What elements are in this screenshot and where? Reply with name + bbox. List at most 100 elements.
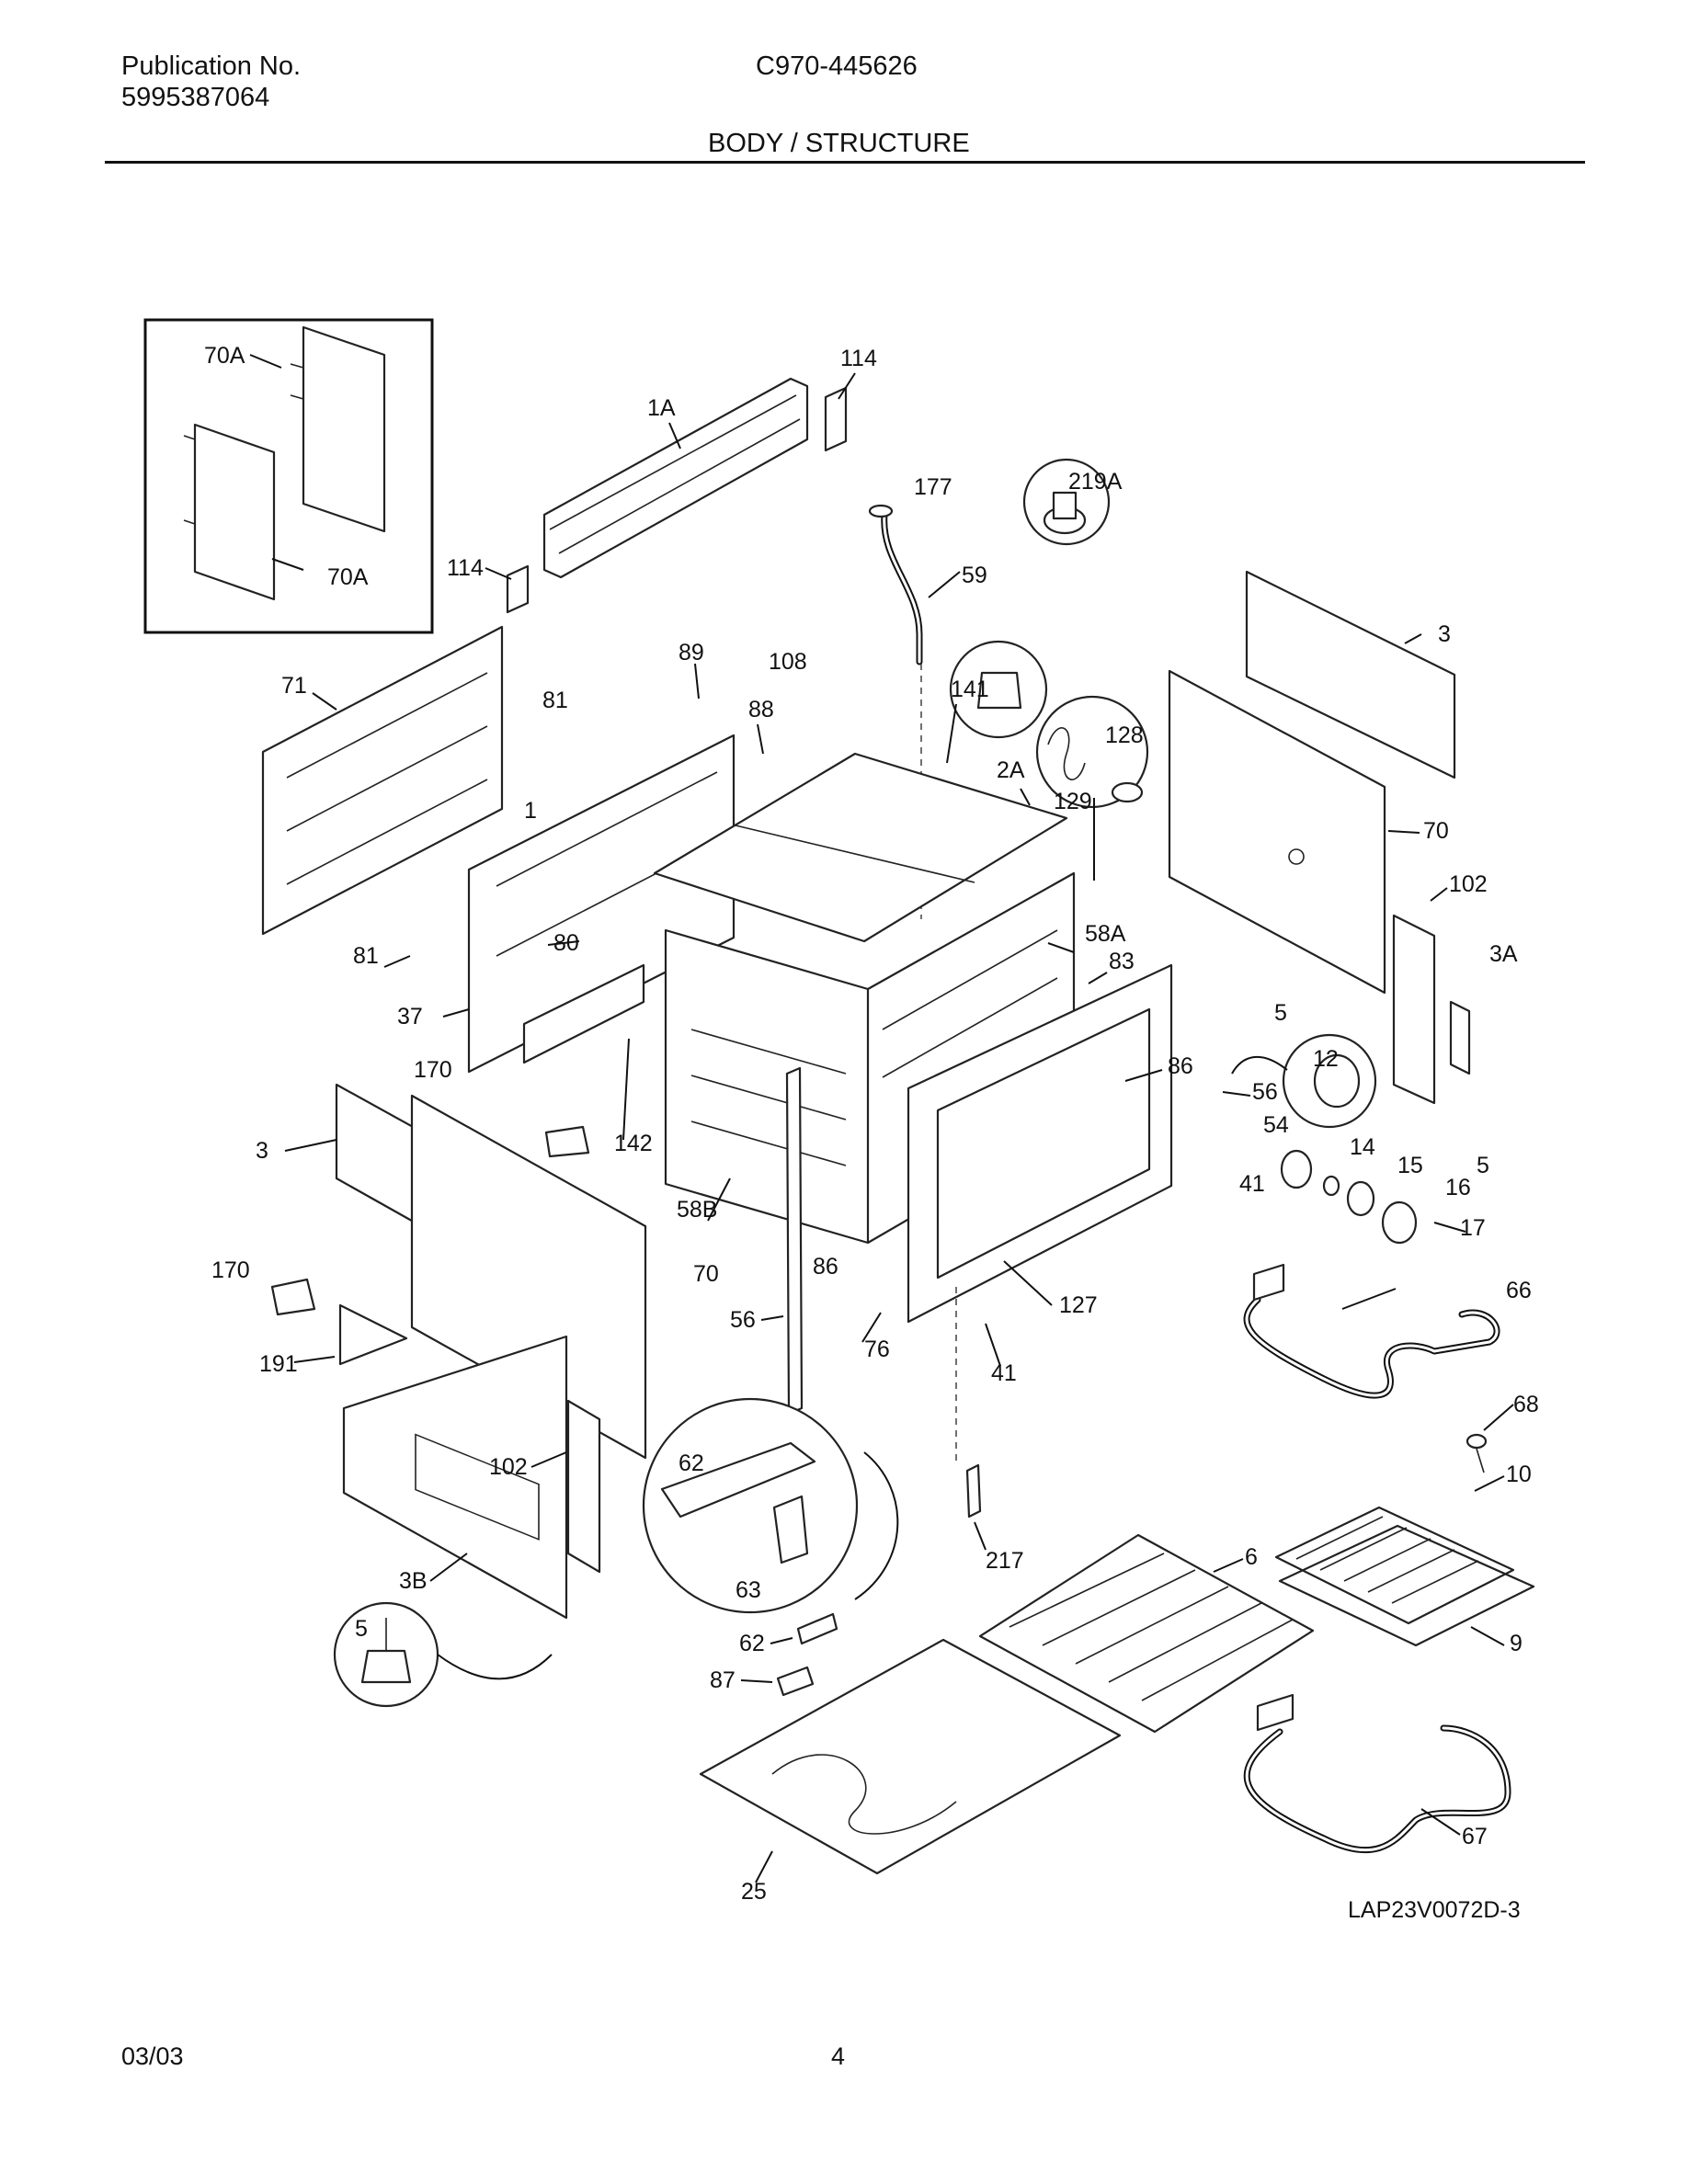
callout-label: 17 bbox=[1460, 1215, 1486, 1241]
callout-label: 1 bbox=[524, 798, 537, 824]
left-front-panels bbox=[335, 1083, 647, 1460]
callout-label: 170 bbox=[211, 1257, 250, 1283]
callout-label: 58A bbox=[1085, 921, 1126, 947]
footer-date: 03/03 bbox=[121, 2042, 184, 2070]
callout-label: 15 bbox=[1397, 1153, 1423, 1178]
detail-128 bbox=[1035, 695, 1149, 809]
callout-label: 177 bbox=[914, 474, 952, 500]
callout-label: 62 bbox=[739, 1631, 765, 1656]
callout-label: 114 bbox=[840, 346, 877, 371]
detail-219a bbox=[1022, 458, 1111, 546]
side-panel-71 bbox=[261, 625, 504, 936]
callout-label: 3A bbox=[1489, 941, 1518, 967]
callout-label: 114 bbox=[447, 555, 484, 581]
callout-label: 141 bbox=[951, 677, 989, 702]
callout-label: 67 bbox=[1462, 1824, 1488, 1849]
callout-label: 86 bbox=[1168, 1053, 1193, 1079]
publication-label: Publication No. bbox=[121, 51, 302, 81]
oven-rack-6 bbox=[978, 1533, 1315, 1734]
callout-label: 54 bbox=[1263, 1112, 1289, 1138]
callout-label: 81 bbox=[353, 943, 379, 969]
callout-label: 170 bbox=[414, 1057, 452, 1083]
broil-element-66 bbox=[1243, 1263, 1500, 1399]
callout-label: 14 bbox=[1350, 1134, 1375, 1160]
clip-68 bbox=[1466, 1433, 1488, 1473]
callout-label: 102 bbox=[489, 1454, 528, 1480]
callout-label: 3 bbox=[256, 1138, 268, 1164]
callout-label: 37 bbox=[397, 1004, 423, 1029]
callout-label: 89 bbox=[679, 640, 704, 665]
detail-12 bbox=[1282, 1033, 1377, 1129]
callout-label: 59 bbox=[962, 563, 987, 588]
callout-label: 10 bbox=[1506, 1462, 1532, 1487]
callout-label: 108 bbox=[769, 649, 807, 675]
callout-label: 81 bbox=[542, 688, 568, 713]
callout-label: 16 bbox=[1445, 1175, 1471, 1200]
callout-label: 83 bbox=[1109, 949, 1135, 974]
callout-label: 76 bbox=[864, 1337, 890, 1362]
callout-label: 9 bbox=[1510, 1631, 1523, 1656]
callout-label: 58B bbox=[677, 1197, 717, 1223]
callout-label: 128 bbox=[1105, 722, 1144, 748]
header-divider bbox=[105, 161, 1585, 164]
callout-label: 70 bbox=[693, 1261, 719, 1287]
diagram-id: LAP23V0072D-3 bbox=[1348, 1897, 1521, 1923]
callout-label: 1A bbox=[647, 395, 676, 421]
callout-label: 6 bbox=[1245, 1544, 1258, 1570]
callout-label: 127 bbox=[1059, 1292, 1098, 1318]
strip-56 bbox=[785, 1066, 804, 1416]
callout-label: 25 bbox=[741, 1879, 767, 1905]
callout-label: 129 bbox=[1054, 789, 1092, 814]
callout-label: 41 bbox=[991, 1360, 1017, 1386]
callout-label: 3B bbox=[399, 1568, 428, 1594]
callout-label: 3 bbox=[1438, 621, 1451, 647]
tab-217 bbox=[955, 1287, 982, 1519]
front-frame-83 bbox=[907, 963, 1173, 1324]
vent-tube bbox=[868, 504, 923, 919]
callout-label: 12 bbox=[1313, 1046, 1339, 1072]
footer-page-number: 4 bbox=[831, 2042, 846, 2070]
brackets-170-191 bbox=[270, 1278, 408, 1366]
callout-label: 88 bbox=[748, 697, 774, 722]
callout-label: 66 bbox=[1506, 1278, 1532, 1303]
lower-panel-3b bbox=[342, 1335, 601, 1620]
arrows bbox=[437, 703, 1288, 1680]
callout-label: 87 bbox=[710, 1667, 736, 1693]
detail-foot-5 bbox=[333, 1601, 439, 1708]
detail-141 bbox=[949, 640, 1048, 739]
callout-label: 70A bbox=[204, 343, 245, 369]
small-parts-62-87 bbox=[776, 1612, 838, 1697]
callout-label: 71 bbox=[281, 673, 307, 699]
section-title: BODY / STRUCTURE bbox=[708, 129, 970, 158]
callout-label: 217 bbox=[986, 1548, 1024, 1574]
callout-label: 70A bbox=[327, 564, 369, 590]
callout-label: 102 bbox=[1449, 871, 1488, 897]
bake-element-67 bbox=[1243, 1693, 1511, 1854]
callout-label: 62 bbox=[679, 1450, 704, 1476]
callout-label: 56 bbox=[1252, 1079, 1278, 1105]
callout-label: 56 bbox=[730, 1307, 756, 1333]
callout-label: 41 bbox=[1239, 1171, 1265, 1197]
callout-label: 68 bbox=[1513, 1392, 1539, 1417]
callout-labels: 70A 70A 114 1A 114 177 219A 59 71 89 108… bbox=[204, 343, 1539, 1905]
top-plate-2a bbox=[653, 752, 1068, 943]
model-number: C970-445626 bbox=[756, 51, 918, 81]
publication-number: 5995387064 bbox=[121, 83, 270, 112]
broil-pan-10-9 bbox=[1274, 1506, 1535, 1647]
detail-62-63 bbox=[642, 1397, 859, 1614]
inset-box bbox=[143, 318, 434, 634]
leader-lines bbox=[249, 354, 1514, 1883]
callout-label: 86 bbox=[813, 1254, 838, 1280]
callout-label: 5 bbox=[1274, 1000, 1287, 1026]
callout-label: 219A bbox=[1068, 469, 1123, 495]
callout-label: 63 bbox=[736, 1577, 761, 1603]
callout-label: 70 bbox=[1423, 818, 1449, 844]
callout-label: 5 bbox=[355, 1616, 368, 1642]
lamp-parts bbox=[1280, 1149, 1418, 1245]
callout-label: 5 bbox=[1477, 1153, 1489, 1178]
callout-label: 191 bbox=[259, 1351, 298, 1377]
callout-label: 142 bbox=[614, 1131, 653, 1156]
back-channel-1a bbox=[506, 377, 848, 614]
callout-label: 2A bbox=[997, 757, 1025, 783]
